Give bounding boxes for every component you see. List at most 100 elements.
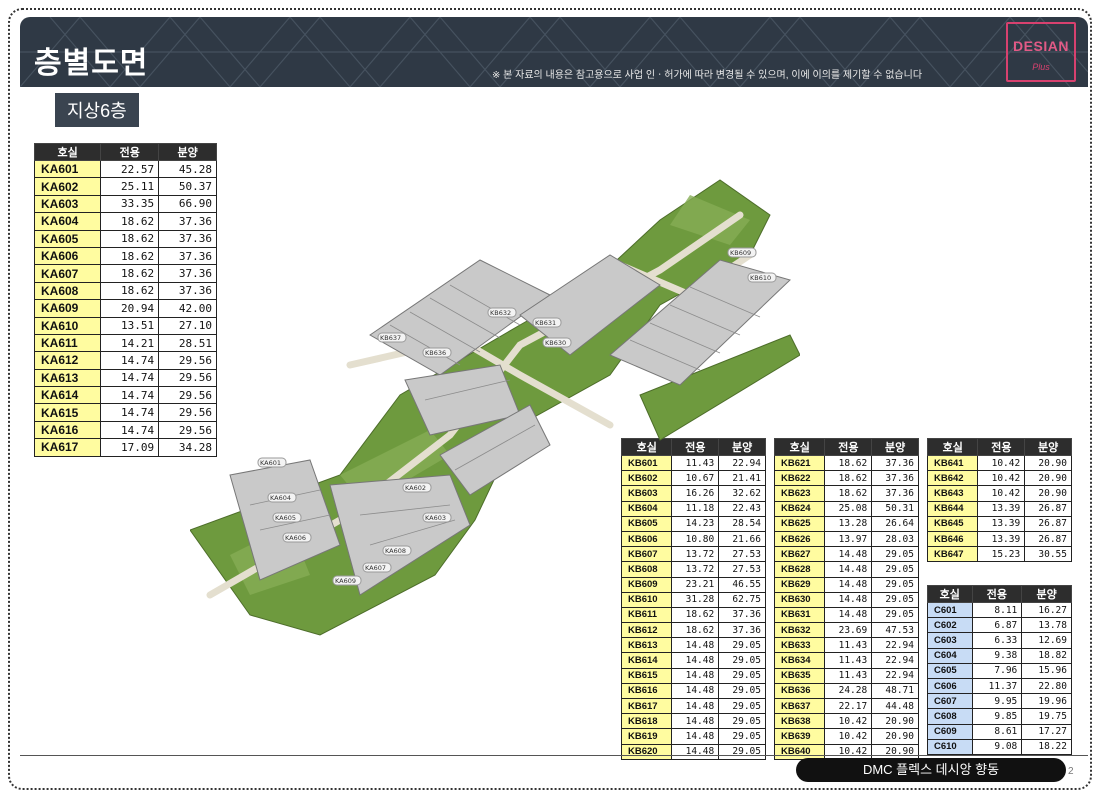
- exclusive-area-cell: 18.62: [824, 470, 873, 487]
- unit-label-bg: [532, 317, 562, 328]
- sale-area-cell: 37.36: [158, 281, 217, 301]
- page-frame: [8, 8, 1092, 790]
- column-header: 분양: [158, 143, 217, 161]
- sale-area-cell: 29.05: [871, 546, 919, 563]
- unit-id-cell: C604: [927, 647, 973, 664]
- sale-area-cell: 66.90: [158, 194, 217, 214]
- unit-label: KA601: [260, 459, 281, 467]
- unit-id-cell: KB643: [926, 485, 979, 502]
- sale-area-cell: 34.28: [158, 438, 217, 457]
- unit-label: KA608: [385, 547, 406, 555]
- unit-label-bg: [542, 337, 572, 348]
- exclusive-area-cell: 18.62: [100, 264, 160, 283]
- unit-id-cell: KB613: [620, 637, 673, 654]
- page-title: 층별도면: [34, 47, 149, 80]
- sale-area-cell: 17.27: [1021, 723, 1072, 740]
- exclusive-area-cell: 8.61: [971, 723, 1023, 740]
- unit-label-bg: [257, 457, 287, 468]
- sale-area-cell: 18.22: [1021, 738, 1072, 755]
- sale-area-cell: 20.90: [871, 728, 919, 745]
- column-header: 분양: [1024, 438, 1072, 456]
- banner-pattern: [20, 17, 1088, 87]
- column-header: 호실: [620, 438, 673, 456]
- exclusive-area-cell: 22.17: [824, 697, 873, 715]
- unit-label: KB609: [730, 249, 751, 257]
- exclusive-area-cell: 14.48: [824, 561, 873, 578]
- exclusive-area-cell: 31.28: [671, 591, 720, 608]
- unit-label-bg: [747, 272, 777, 283]
- column-header: 전용: [977, 438, 1026, 456]
- sale-area-cell: 28.54: [718, 515, 766, 532]
- exclusive-area-cell: 10.42: [977, 454, 1026, 472]
- sale-area-cell: 20.90: [871, 713, 919, 730]
- exclusive-area-cell: 11.43: [824, 652, 873, 669]
- exclusive-area-cell: 14.74: [100, 368, 160, 388]
- exclusive-area-cell: 11.37: [971, 677, 1023, 695]
- sale-area-cell: 26.87: [1024, 500, 1072, 517]
- unit-id-cell: KB622: [773, 470, 826, 487]
- unit-id-cell: KB620: [620, 743, 673, 760]
- unit-label: KA609: [335, 577, 356, 585]
- sale-area-cell: 16.27: [1021, 601, 1072, 619]
- sale-area-cell: 15.96: [1021, 662, 1072, 679]
- sale-area-cell: 32.62: [718, 485, 766, 502]
- exclusive-area-cell: 14.48: [824, 546, 873, 563]
- sale-area-cell: 37.36: [158, 229, 217, 248]
- sale-area-cell: 29.05: [718, 697, 766, 715]
- exclusive-area-cell: 9.08: [971, 738, 1023, 755]
- unit-label: KB637: [380, 334, 401, 342]
- unit-label: KB610: [750, 274, 771, 282]
- unit-id-cell: KA609: [33, 299, 102, 318]
- unit-label: KA603: [425, 514, 446, 522]
- brand-logo: DESIAN Plus: [1006, 22, 1076, 82]
- exclusive-area-cell: 10.42: [824, 713, 873, 730]
- exclusive-area-cell: 14.48: [824, 576, 873, 593]
- sale-area-cell: 21.41: [718, 470, 766, 487]
- unit-id-cell: KB601: [620, 454, 673, 472]
- exclusive-area-cell: 14.48: [671, 728, 720, 745]
- exclusive-area-cell: 13.39: [977, 500, 1026, 517]
- sale-area-cell: 29.05: [871, 606, 919, 624]
- exclusive-area-cell: 23.69: [824, 622, 873, 639]
- unit-label: KA602: [405, 484, 426, 492]
- column-header: 호실: [927, 585, 973, 603]
- unit-id-cell: KB642: [926, 470, 979, 487]
- unit-id-cell: KA614: [33, 386, 102, 405]
- exclusive-area-cell: 7.96: [971, 662, 1023, 679]
- floor-label: 지상6층: [55, 93, 139, 127]
- sale-area-cell: 37.36: [871, 485, 919, 502]
- sale-area-cell: 37.36: [871, 470, 919, 487]
- exclusive-area-cell: 9.95: [971, 693, 1023, 710]
- unit-id-cell: KB630: [773, 591, 826, 608]
- exclusive-area-cell: 6.33: [971, 632, 1023, 649]
- sale-area-cell: 29.05: [718, 743, 766, 760]
- column-header: 분양: [1021, 585, 1072, 603]
- logo-subtext: Plus: [1032, 62, 1050, 72]
- sale-area-cell: 26.87: [1024, 530, 1072, 548]
- exclusive-area-cell: 25.11: [100, 177, 160, 196]
- header-banner: [20, 17, 1088, 87]
- unit-label-bg: [422, 512, 452, 523]
- unit-id-cell: KB636: [773, 682, 826, 700]
- unit-label: KB636: [425, 349, 446, 357]
- sale-area-cell: 22.94: [871, 637, 919, 654]
